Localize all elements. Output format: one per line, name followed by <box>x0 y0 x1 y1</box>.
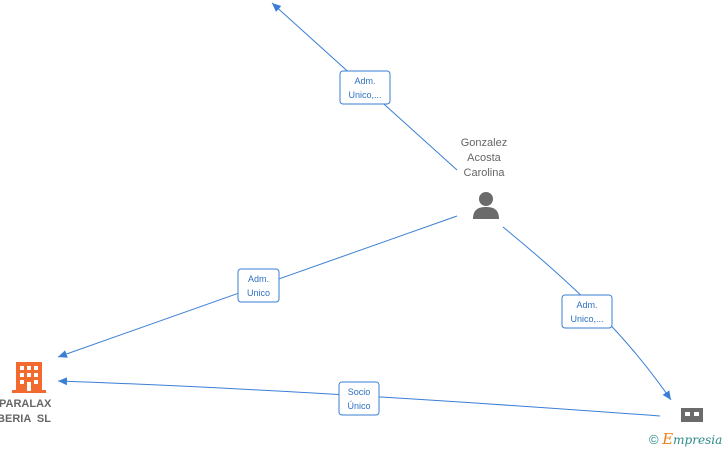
edge-label-top[interactable]: Adm. Unico,... <box>339 70 391 105</box>
edge-label-bottom-line1: Socio <box>348 387 371 397</box>
empresia-copyright: © Empresia <box>649 430 722 448</box>
company-name-line-1: PARALAX <box>0 398 52 410</box>
company-name-line-2: IBERIA SL <box>0 413 51 425</box>
edge-label-left-line2: Unico <box>247 288 270 298</box>
edge-label-left-line1: Adm. <box>248 274 269 284</box>
edge-label-top-line2: Unico,... <box>348 90 381 100</box>
edge-label-bottom[interactable]: Socio Único <box>338 381 380 416</box>
person-icon[interactable] <box>473 192 499 219</box>
edge-label-right-line2: Unico,... <box>570 314 603 324</box>
person-name-line-2: Acosta <box>467 152 501 164</box>
copyright-symbol: © <box>649 432 659 447</box>
building-icon[interactable] <box>12 362 46 393</box>
edge-label-left[interactable]: Adm. Unico <box>237 268 280 303</box>
edge-label-bottom-line2: Único <box>347 401 370 411</box>
empresia-logo: Empresia <box>662 430 723 448</box>
edge-label-top-line1: Adm. <box>354 76 375 86</box>
person-name-line-1: Gonzalez <box>460 137 508 149</box>
building-icon-right[interactable] <box>681 408 703 422</box>
edge-label-right-line1: Adm. <box>576 300 597 310</box>
person-name-line-3: Carolina <box>463 167 505 179</box>
edge-label-right[interactable]: Adm. Unico,... <box>561 294 613 329</box>
company-name[interactable]: PARALAX IBERIA SL <box>0 397 51 427</box>
person-name[interactable]: Gonzalez Acosta Carolina <box>444 136 524 181</box>
